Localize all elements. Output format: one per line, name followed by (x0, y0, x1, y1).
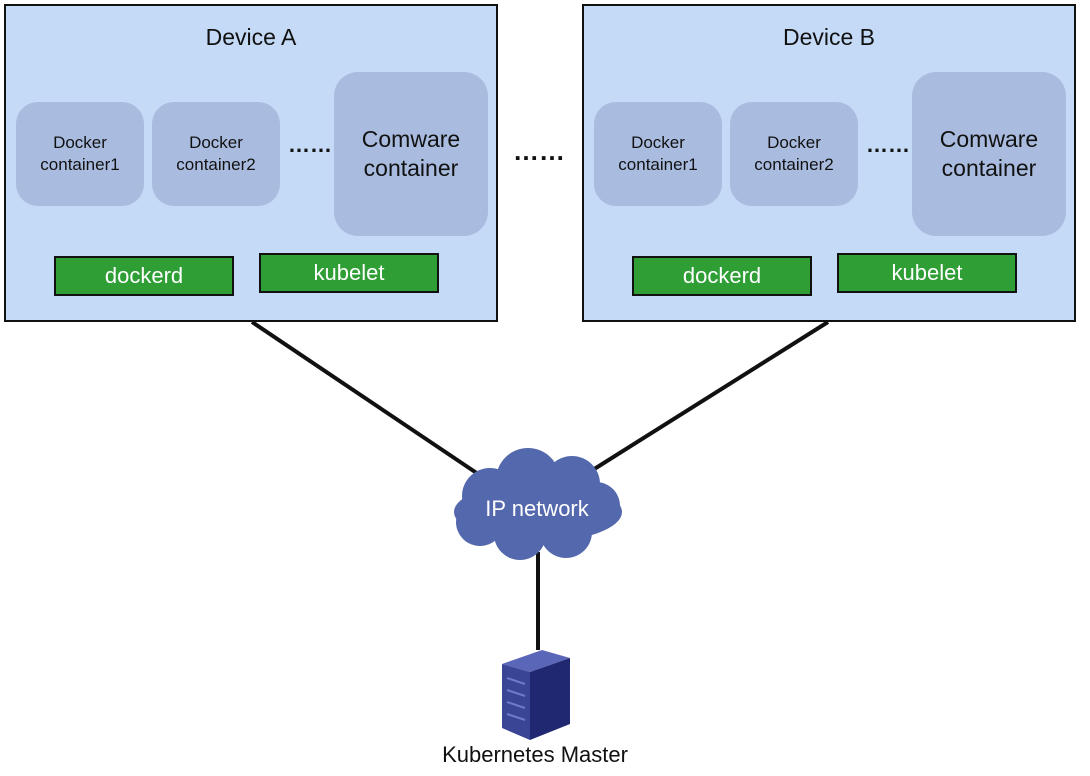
container-ellipsis: …… (288, 132, 332, 157)
devices-ellipsis: …… (513, 136, 565, 166)
ip-network-label: IP network (485, 496, 589, 521)
device-a-box: Device A Docker container1 Docker contai… (4, 4, 498, 322)
comware-label-line2: container (363, 155, 459, 181)
comware-label-line2: container (941, 155, 1037, 181)
docker-container2: Docker container2 (152, 102, 280, 206)
server-icon (502, 650, 570, 740)
container-label-line2: container1 (618, 155, 698, 174)
cloud-icon (454, 448, 622, 560)
container-label-line1: Docker (189, 133, 243, 152)
container-label-line1: Docker (767, 133, 821, 152)
container-label-line2: container2 (176, 155, 256, 174)
dockerd-box: dockerd (54, 256, 234, 296)
link-device-b (578, 320, 830, 480)
device-title: Device A (205, 24, 297, 50)
comware-label-line1: Comware (361, 126, 461, 152)
device-title: Device B (782, 24, 876, 50)
docker-container2: Docker container2 (730, 102, 858, 206)
container-label-line2: container2 (754, 155, 834, 174)
container-ellipsis: …… (866, 132, 910, 157)
kubelet-box: kubelet (837, 253, 1017, 293)
comware-container: Comware container (334, 72, 488, 236)
container-label-line1: Docker (631, 133, 685, 152)
device-b-box: Device B Docker container1 Docker contai… (582, 4, 1076, 322)
container-label-line2: container1 (40, 155, 120, 174)
kubernetes-master-label: Kubernetes Master (442, 742, 628, 767)
dockerd-box: dockerd (632, 256, 812, 296)
kubelet-box: kubelet (259, 253, 439, 293)
docker-container1: Docker container1 (16, 102, 144, 206)
container-label-line1: Docker (53, 133, 107, 152)
comware-container: Comware container (912, 72, 1066, 236)
link-device-a (250, 320, 492, 484)
docker-container1: Docker container1 (594, 102, 722, 206)
comware-label-line1: Comware (939, 126, 1039, 152)
